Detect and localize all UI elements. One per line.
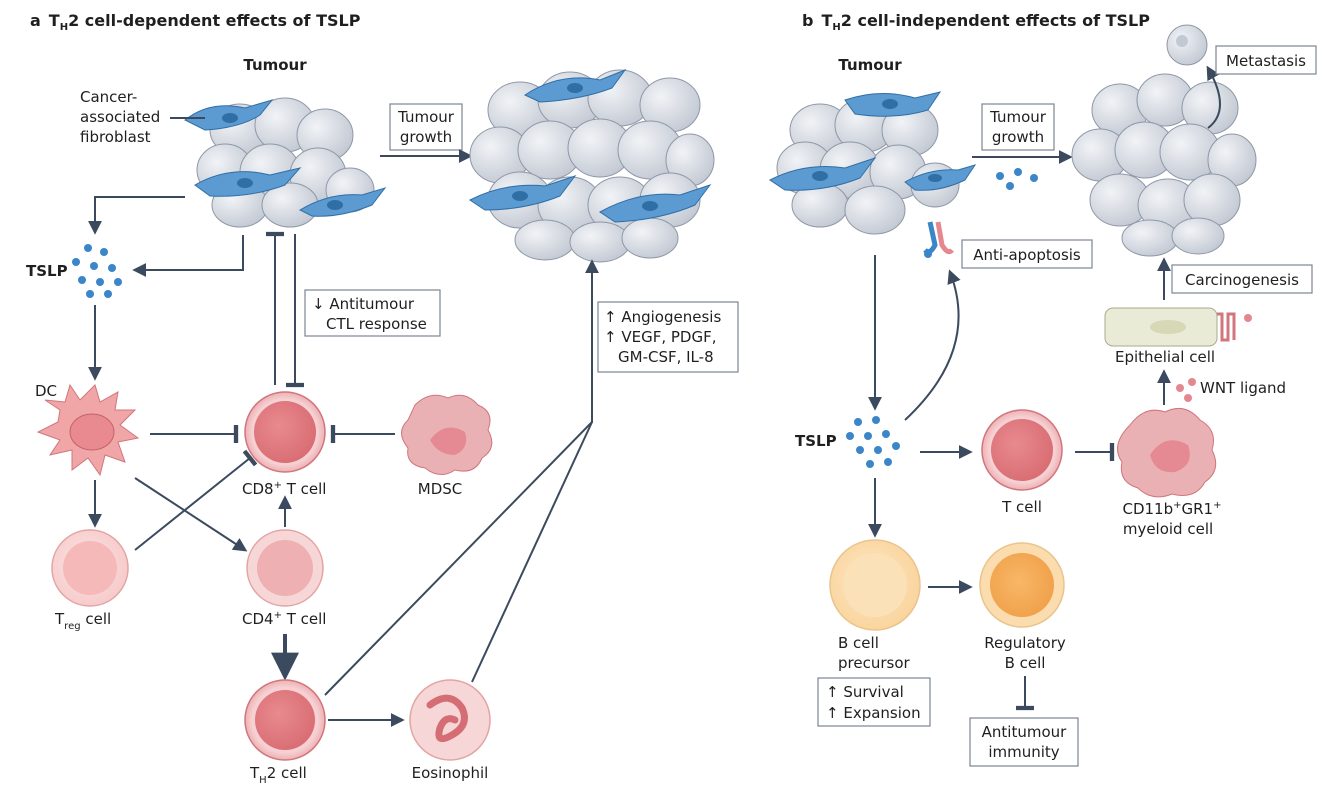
- th2-cell: [244, 679, 326, 761]
- mdsc-label: MDSC: [418, 480, 463, 498]
- myeloid-label-2: myeloid cell: [1123, 520, 1213, 538]
- metastasis-box: [1215, 45, 1317, 75]
- large-tumour-b: [1071, 73, 1257, 257]
- growth-label-2-b: growth: [992, 128, 1044, 146]
- angio-label-3: GM-CSF, IL-8: [618, 348, 714, 366]
- carcinogenesis-label: Carcinogenesis: [1185, 271, 1299, 289]
- growth-label-1-a: Tumour: [397, 108, 455, 126]
- immunity-label-1: Antitumour: [982, 723, 1068, 741]
- treg-label: Treg cell: [54, 610, 111, 632]
- tslp-dots-small-b: [996, 168, 1038, 190]
- angio-label-1: ↑ Angiogenesis: [604, 308, 721, 326]
- tumour-tslp-return-arrow-a: [132, 235, 244, 277]
- epithelial-label: Epithelial cell: [1115, 348, 1215, 366]
- tumour-label-a: Tumour: [243, 56, 307, 74]
- tumour-to-tslp-arrow-a: [88, 196, 185, 235]
- tslp-label-b: TSLP: [795, 432, 837, 450]
- survival-label: ↑ Survival: [826, 683, 904, 701]
- wnt-label: WNT ligand: [1200, 379, 1286, 397]
- bprec-label-1: B cell: [838, 634, 879, 652]
- dc-cell: [36, 383, 140, 477]
- tslp-label-a: TSLP: [26, 262, 68, 280]
- regb-label-2: B cell: [1005, 654, 1046, 672]
- cd8-t-cell: [244, 391, 326, 473]
- tslp-dots-a: [72, 244, 122, 298]
- treg-cell: [51, 529, 129, 607]
- eosinophil-label: Eosinophil: [412, 764, 489, 782]
- dc-to-cd4-arrow: [134, 477, 248, 552]
- immunity-label-2: immunity: [988, 743, 1059, 761]
- large-tumour-a: [469, 68, 715, 263]
- t-cell-b: [981, 409, 1063, 491]
- myeloid-label-1: CD11b+GR1+: [1122, 500, 1221, 518]
- tslp-to-receptor-arrow: [904, 269, 961, 421]
- antitumour-immunity-box: [969, 717, 1079, 767]
- ctl-response-box: [304, 289, 441, 337]
- growth-label-2-a: growth: [400, 128, 452, 146]
- myeloid-cell: [1117, 407, 1217, 498]
- caf-label-1: Cancer-: [80, 88, 137, 106]
- treg-inhibit-cd8: [134, 449, 258, 551]
- cd4-t-cell: [246, 529, 324, 607]
- cd4-label: CD4+ T cell: [242, 610, 326, 628]
- small-tumour-b: [769, 91, 977, 235]
- epithelial-cell: [1104, 307, 1252, 347]
- tumour-growth-box-b: [981, 103, 1055, 151]
- mdsc-cell: [401, 394, 493, 475]
- th2-label: TH2 cell: [249, 764, 307, 786]
- bprec-label-2: precursor: [838, 654, 911, 672]
- tslp-dots-b: [846, 416, 900, 468]
- wnt-ligand-dots: [1176, 378, 1196, 402]
- cd8-label: CD8+ T cell: [242, 480, 326, 498]
- regb-label-1: Regulatory: [984, 634, 1066, 652]
- caf-label-2: associated: [80, 108, 160, 126]
- dc-label: DC: [35, 382, 57, 400]
- tumour-growth-box-a: [389, 103, 463, 151]
- metastatic-cell: [1166, 24, 1208, 66]
- fibroblast-a: [184, 99, 387, 217]
- metastasis-label: Metastasis: [1226, 52, 1306, 70]
- ctl-label-1: ↓ Antitumour: [312, 295, 415, 313]
- anti-apoptosis-label: Anti-apoptosis: [973, 246, 1081, 264]
- survival-box: [817, 677, 931, 727]
- receptor-icon: [923, 221, 954, 258]
- eosinophil-cell: [409, 679, 491, 761]
- carcinogenesis-box: [1171, 264, 1313, 294]
- growth-label-1-b: Tumour: [989, 108, 1047, 126]
- caf-label-3: fibroblast: [80, 128, 151, 146]
- regulatory-b-cell: [979, 542, 1065, 628]
- tcell-label-b: T cell: [1001, 498, 1042, 516]
- eosinophil-to-tumour-line: [471, 421, 593, 683]
- metastasis-arrow: [1206, 65, 1221, 129]
- angiogenesis-box: [597, 301, 739, 373]
- angio-label-2: ↑ VEGF, PDGF,: [604, 328, 716, 346]
- tumour-label-b: Tumour: [838, 56, 902, 74]
- b-precursor-cell: [829, 539, 921, 631]
- expansion-label: ↑ Expansion: [826, 704, 921, 722]
- anti-apoptosis-box: [961, 239, 1093, 269]
- ctl-label-2: CTL response: [326, 315, 427, 333]
